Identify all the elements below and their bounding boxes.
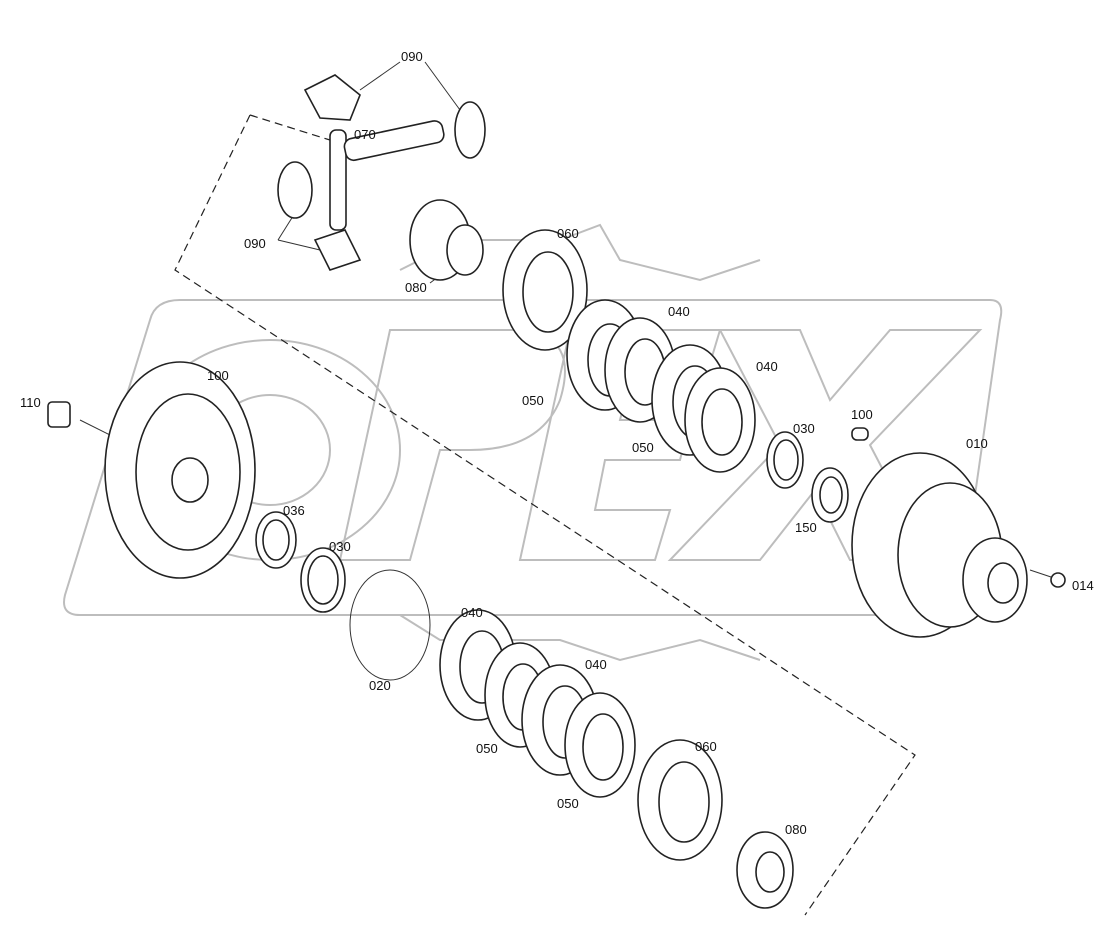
callout-label-040: 040: [756, 359, 778, 374]
clutch-pack-lower: [255, 511, 794, 909]
callout-label-050: 050: [476, 741, 498, 756]
callout-label-040: 040: [668, 304, 690, 319]
callout-label-050: 050: [522, 393, 544, 408]
callout-label-060: 060: [695, 739, 717, 754]
callout-label-050: 050: [632, 440, 654, 455]
callout-label-080: 080: [785, 822, 807, 837]
spider-gears: [277, 74, 486, 271]
clutch-pack-upper: [502, 229, 869, 523]
callout-label-030: 030: [793, 421, 815, 436]
callout-label-060: 060: [557, 226, 579, 241]
differential-case: [851, 452, 1066, 638]
assembly-boundary: [174, 114, 916, 916]
callout-label-080: 080: [405, 280, 427, 295]
callout-label-040: 040: [585, 657, 607, 672]
callout-label-090: 090: [244, 236, 266, 251]
housing-half: [47, 361, 256, 579]
assembly-boundary-top: [249, 114, 331, 141]
callout-label-030: 030: [329, 539, 351, 554]
side-gear-upper: [409, 199, 484, 281]
callout-label-150: 150: [795, 520, 817, 535]
callout-label-100: 100: [851, 407, 873, 422]
callout-labels: 090 070 090 080 060 040 040 050 050 030 100 010 150 0…: [20, 49, 1094, 837]
callout-label-020: 020: [369, 678, 391, 693]
callout-label-040: 040: [461, 605, 483, 620]
callout-label-010: 010: [966, 436, 988, 451]
callout-label-100: 100: [207, 368, 229, 383]
callout-label-110: 110: [20, 395, 41, 410]
callout-label-014: 014: [1072, 578, 1094, 593]
callout-label-036: 036: [283, 503, 305, 518]
callout-label-050: 050: [557, 796, 579, 811]
callout-label-090: 090: [401, 49, 423, 64]
callout-label-070: 070: [354, 127, 376, 142]
